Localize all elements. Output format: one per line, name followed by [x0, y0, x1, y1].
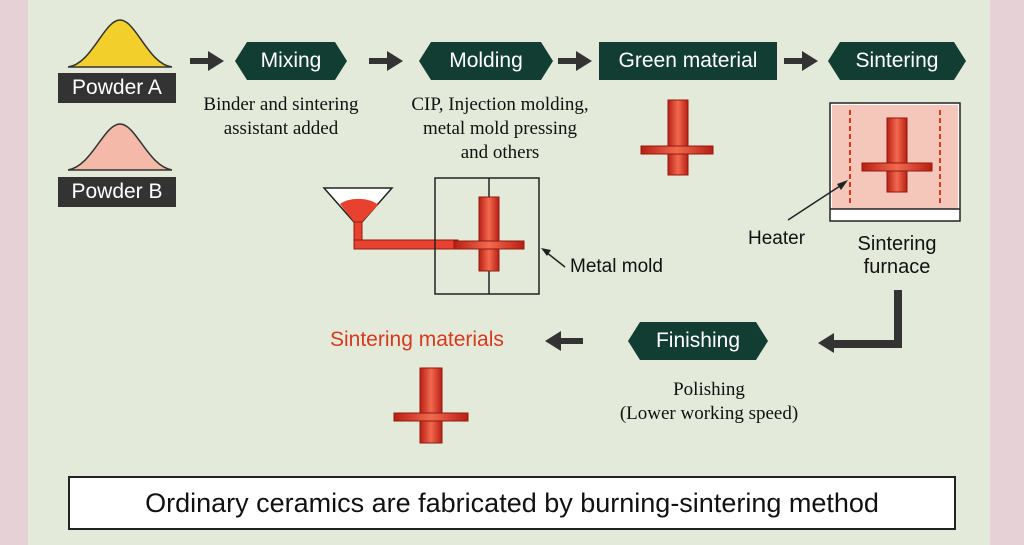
- finishing-note-line2: (Lower working speed): [619, 403, 799, 424]
- powder-b-pile: [67, 123, 173, 171]
- diagram-panel: [28, 0, 990, 545]
- injection-mold-icon: [322, 177, 566, 295]
- arrow-to-result: [545, 331, 583, 351]
- molding-note-line2: metal mold pressing: [422, 118, 578, 139]
- sintering-furnace-icon: [787, 102, 961, 222]
- furnace-label-line1: Sintering: [857, 233, 937, 255]
- mixing-note-line1: Binder and sintering: [203, 94, 359, 115]
- sintering-step-label: Sintering: [855, 49, 939, 72]
- mixing-step-shape: [235, 42, 347, 80]
- heater-label: Heater: [748, 228, 806, 249]
- metal-mold-label: Metal mold: [570, 256, 663, 277]
- mixing-step-label: Mixing: [260, 49, 322, 72]
- arrow-to-sintering: [784, 51, 818, 71]
- green-material-step-label: Green material: [618, 49, 758, 72]
- arrow-to-finishing: [818, 290, 902, 353]
- molding-step-label: Molding: [449, 49, 523, 72]
- caption-box: Ordinary ceramics are fabricated by burn…: [68, 476, 956, 530]
- green-part-icon: [640, 99, 714, 176]
- mixing-note: Binder and sintering assistant added: [182, 93, 380, 141]
- arrow-to-green: [558, 51, 592, 71]
- sintering-materials-label: Sintering materials: [330, 328, 504, 351]
- molding-step-shape: [419, 42, 553, 80]
- molding-note-line1: CIP, Injection molding,: [411, 94, 589, 115]
- finishing-note: Polishing (Lower working speed): [598, 378, 820, 426]
- finishing-step-shape: [628, 322, 768, 360]
- powder-a-pile: [67, 19, 173, 68]
- flow-arrows: [190, 51, 902, 353]
- powder-b-label: Powder B: [58, 177, 176, 207]
- furnace-label: Sintering furnace: [838, 233, 956, 279]
- green-material-step-shape: [599, 42, 777, 80]
- mixing-note-line2: assistant added: [223, 118, 339, 139]
- powder-a-label: Powder A: [58, 73, 176, 103]
- finishing-step-label: Finishing: [655, 329, 741, 352]
- molding-note-line3: and others: [460, 142, 540, 163]
- finishing-note-line1: Polishing: [673, 379, 745, 400]
- sintering-step-shape: [828, 42, 966, 80]
- arrow-to-molding: [369, 51, 403, 71]
- molding-note: CIP, Injection molding, metal mold press…: [384, 93, 616, 165]
- arrow-to-mixing: [190, 51, 224, 71]
- furnace-label-line2: furnace: [863, 256, 931, 278]
- sintered-part-icon: [393, 367, 469, 444]
